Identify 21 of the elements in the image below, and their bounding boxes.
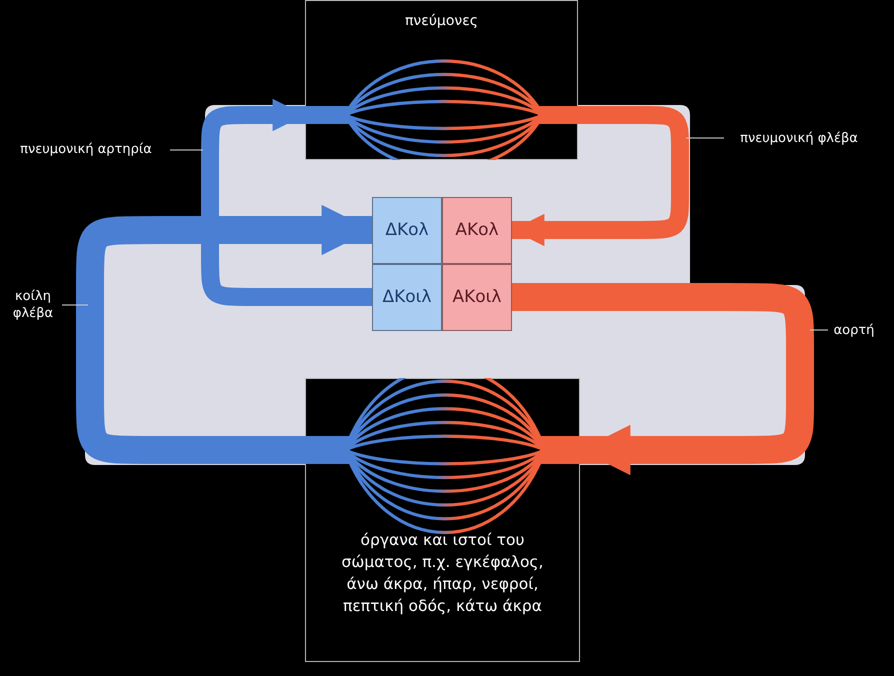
blood-vessel-arrow xyxy=(76,204,372,464)
heart-chamber xyxy=(372,264,442,331)
organ-panel xyxy=(305,0,578,160)
organ-description: όργανα και ιστοί του σώματος, π.χ. εγκέφαλος, άνω άκρα, ήπαρ, νεφροί, πεπτική οδός, κάτω άκρα xyxy=(340,530,544,617)
blood-vessel-arrow xyxy=(512,283,814,476)
leader-line xyxy=(62,304,88,306)
vessel-label: πνευμονική αρτηρία xyxy=(2,141,170,158)
vessel-label: πνευμονική φλέβα xyxy=(724,130,874,147)
heart-chamber xyxy=(442,197,512,264)
chamber-label: ΔΚοιλ xyxy=(382,287,432,307)
vessel-label: κοίλη φλέβα xyxy=(4,288,62,322)
vessel-label: αορτή xyxy=(828,322,880,339)
blood-vessel-arrow xyxy=(201,98,372,306)
heart-chamber xyxy=(442,264,512,331)
heart-chamber xyxy=(372,197,442,264)
blood-vessel-arrow xyxy=(512,106,689,246)
chamber-label: ΔΚολ xyxy=(384,220,430,240)
organ-heading: πνεύμονες xyxy=(404,13,479,29)
chamber-label: ΑΚολ xyxy=(454,220,500,240)
organ-panel xyxy=(305,378,580,662)
chamber-label: ΑΚοιλ xyxy=(452,287,502,307)
